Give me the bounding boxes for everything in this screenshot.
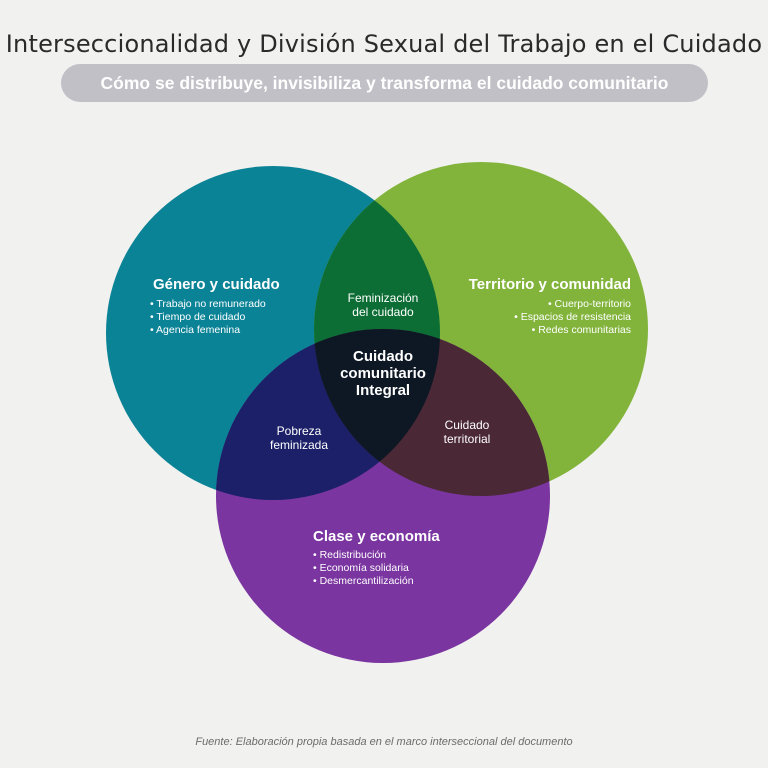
list-item: Redes comunitarias (514, 324, 631, 337)
overlap-genero-clase-label: Pobreza feminizada (269, 424, 329, 452)
list-item: Trabajo no remunerado (150, 298, 265, 311)
set-territorio-bullets: Cuerpo-territorio Espacios de resistenci… (514, 298, 631, 337)
set-genero-heading: Género y cuidado (153, 276, 280, 293)
list-item: Economía solidaria (313, 562, 414, 575)
list-item: Tiempo de cuidado (150, 311, 266, 324)
diagram-subtitle: Cómo se distribuye, invisibiliza y trans… (100, 72, 669, 93)
source-caption: Fuente: Elaboración propia basada en el … (195, 736, 573, 748)
list-item: Redistribución (313, 549, 414, 562)
overlap-genero-territorio-label: Feminización del cuidado (347, 291, 419, 319)
list-item: Agencia femenina (150, 324, 266, 337)
list-item: Espacios de resistencia (514, 311, 631, 324)
subtitle-banner: Cómo se distribuye, invisibiliza y trans… (61, 64, 708, 102)
set-genero-bullets: Trabajo no remunerado Tiempo de cuidado … (150, 298, 266, 337)
overlap-territorio-clase-label: Cuidado territorial (443, 418, 491, 446)
diagram-title: Interseccionalidad y División Sexual del… (5, 30, 763, 58)
set-clase-bullets: Redistribución Economía solidaria Desmer… (313, 549, 414, 588)
overlap-center-label: Cuidado comunitario Integral (340, 348, 426, 399)
overlap-territorio-clase (314, 329, 550, 496)
set-clase-heading: Clase y economía (313, 528, 440, 545)
list-item: Desmercantilización (313, 575, 414, 588)
set-territorio-heading: Territorio y comunidad (468, 276, 631, 293)
list-item: Cuerpo-territorio (514, 298, 631, 311)
